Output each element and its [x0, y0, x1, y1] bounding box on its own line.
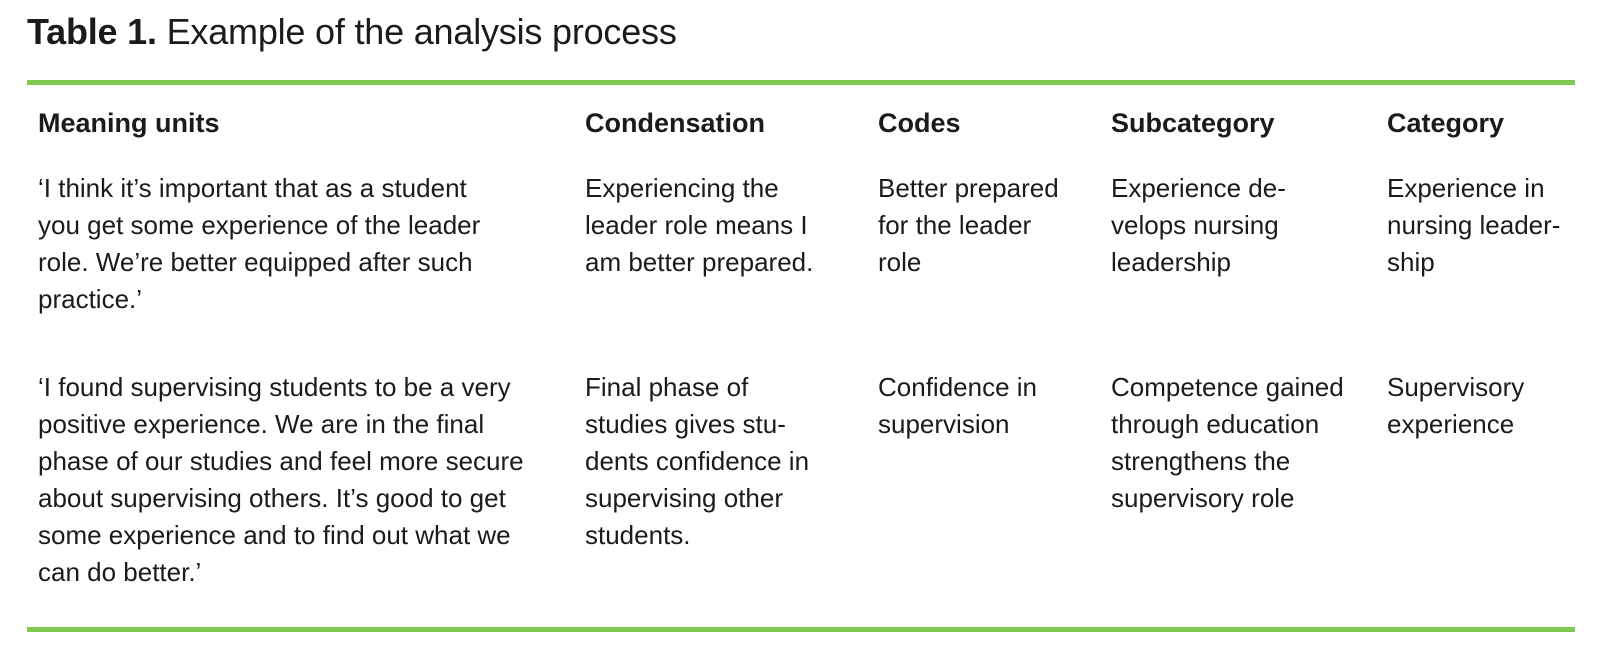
cell-meaning-units: ‘I found supervising students to be a ve…	[38, 372, 524, 587]
table-number-label: Table 1.	[27, 11, 157, 52]
cell-subcategory: Competence gained through education stre…	[1111, 372, 1344, 513]
table-row: ‘I think it’s important that as a studen…	[38, 170, 1583, 318]
cell-meaning-units: ‘I think it’s important that as a studen…	[38, 173, 481, 314]
cell-codes: Confidence in supervision	[878, 372, 1037, 439]
cell-subcategory: Experience de- velops nursing leadership	[1111, 173, 1286, 277]
cell-condensation: Final phase of studies gives stu- dents …	[585, 372, 810, 550]
cell-category: Supervisory experience	[1387, 372, 1525, 439]
column-header-subcategory: Subcategory	[1111, 108, 1275, 138]
cell-condensation: Experiencing the leader role means I am …	[585, 173, 814, 277]
bottom-rule	[27, 627, 1575, 632]
cell-codes: Better prepared for the leader role	[878, 173, 1059, 277]
page-title: Table 1. Example of the analysis process	[27, 10, 677, 54]
cell-category: Experience in nursing leader- ship	[1387, 173, 1561, 277]
column-header-codes: Codes	[878, 108, 961, 138]
table-row: ‘I found supervising students to be a ve…	[38, 369, 1583, 591]
column-header-category: Category	[1387, 108, 1505, 138]
analysis-table: Meaning units Condensation Codes Subcate…	[38, 105, 1583, 591]
column-header-condensation: Condensation	[585, 108, 765, 138]
column-header-meaning-units: Meaning units	[38, 108, 220, 138]
table-title-text: Example of the analysis process	[166, 11, 677, 52]
top-rule	[27, 80, 1575, 85]
table-header-row: Meaning units Condensation Codes Subcate…	[38, 105, 1583, 142]
